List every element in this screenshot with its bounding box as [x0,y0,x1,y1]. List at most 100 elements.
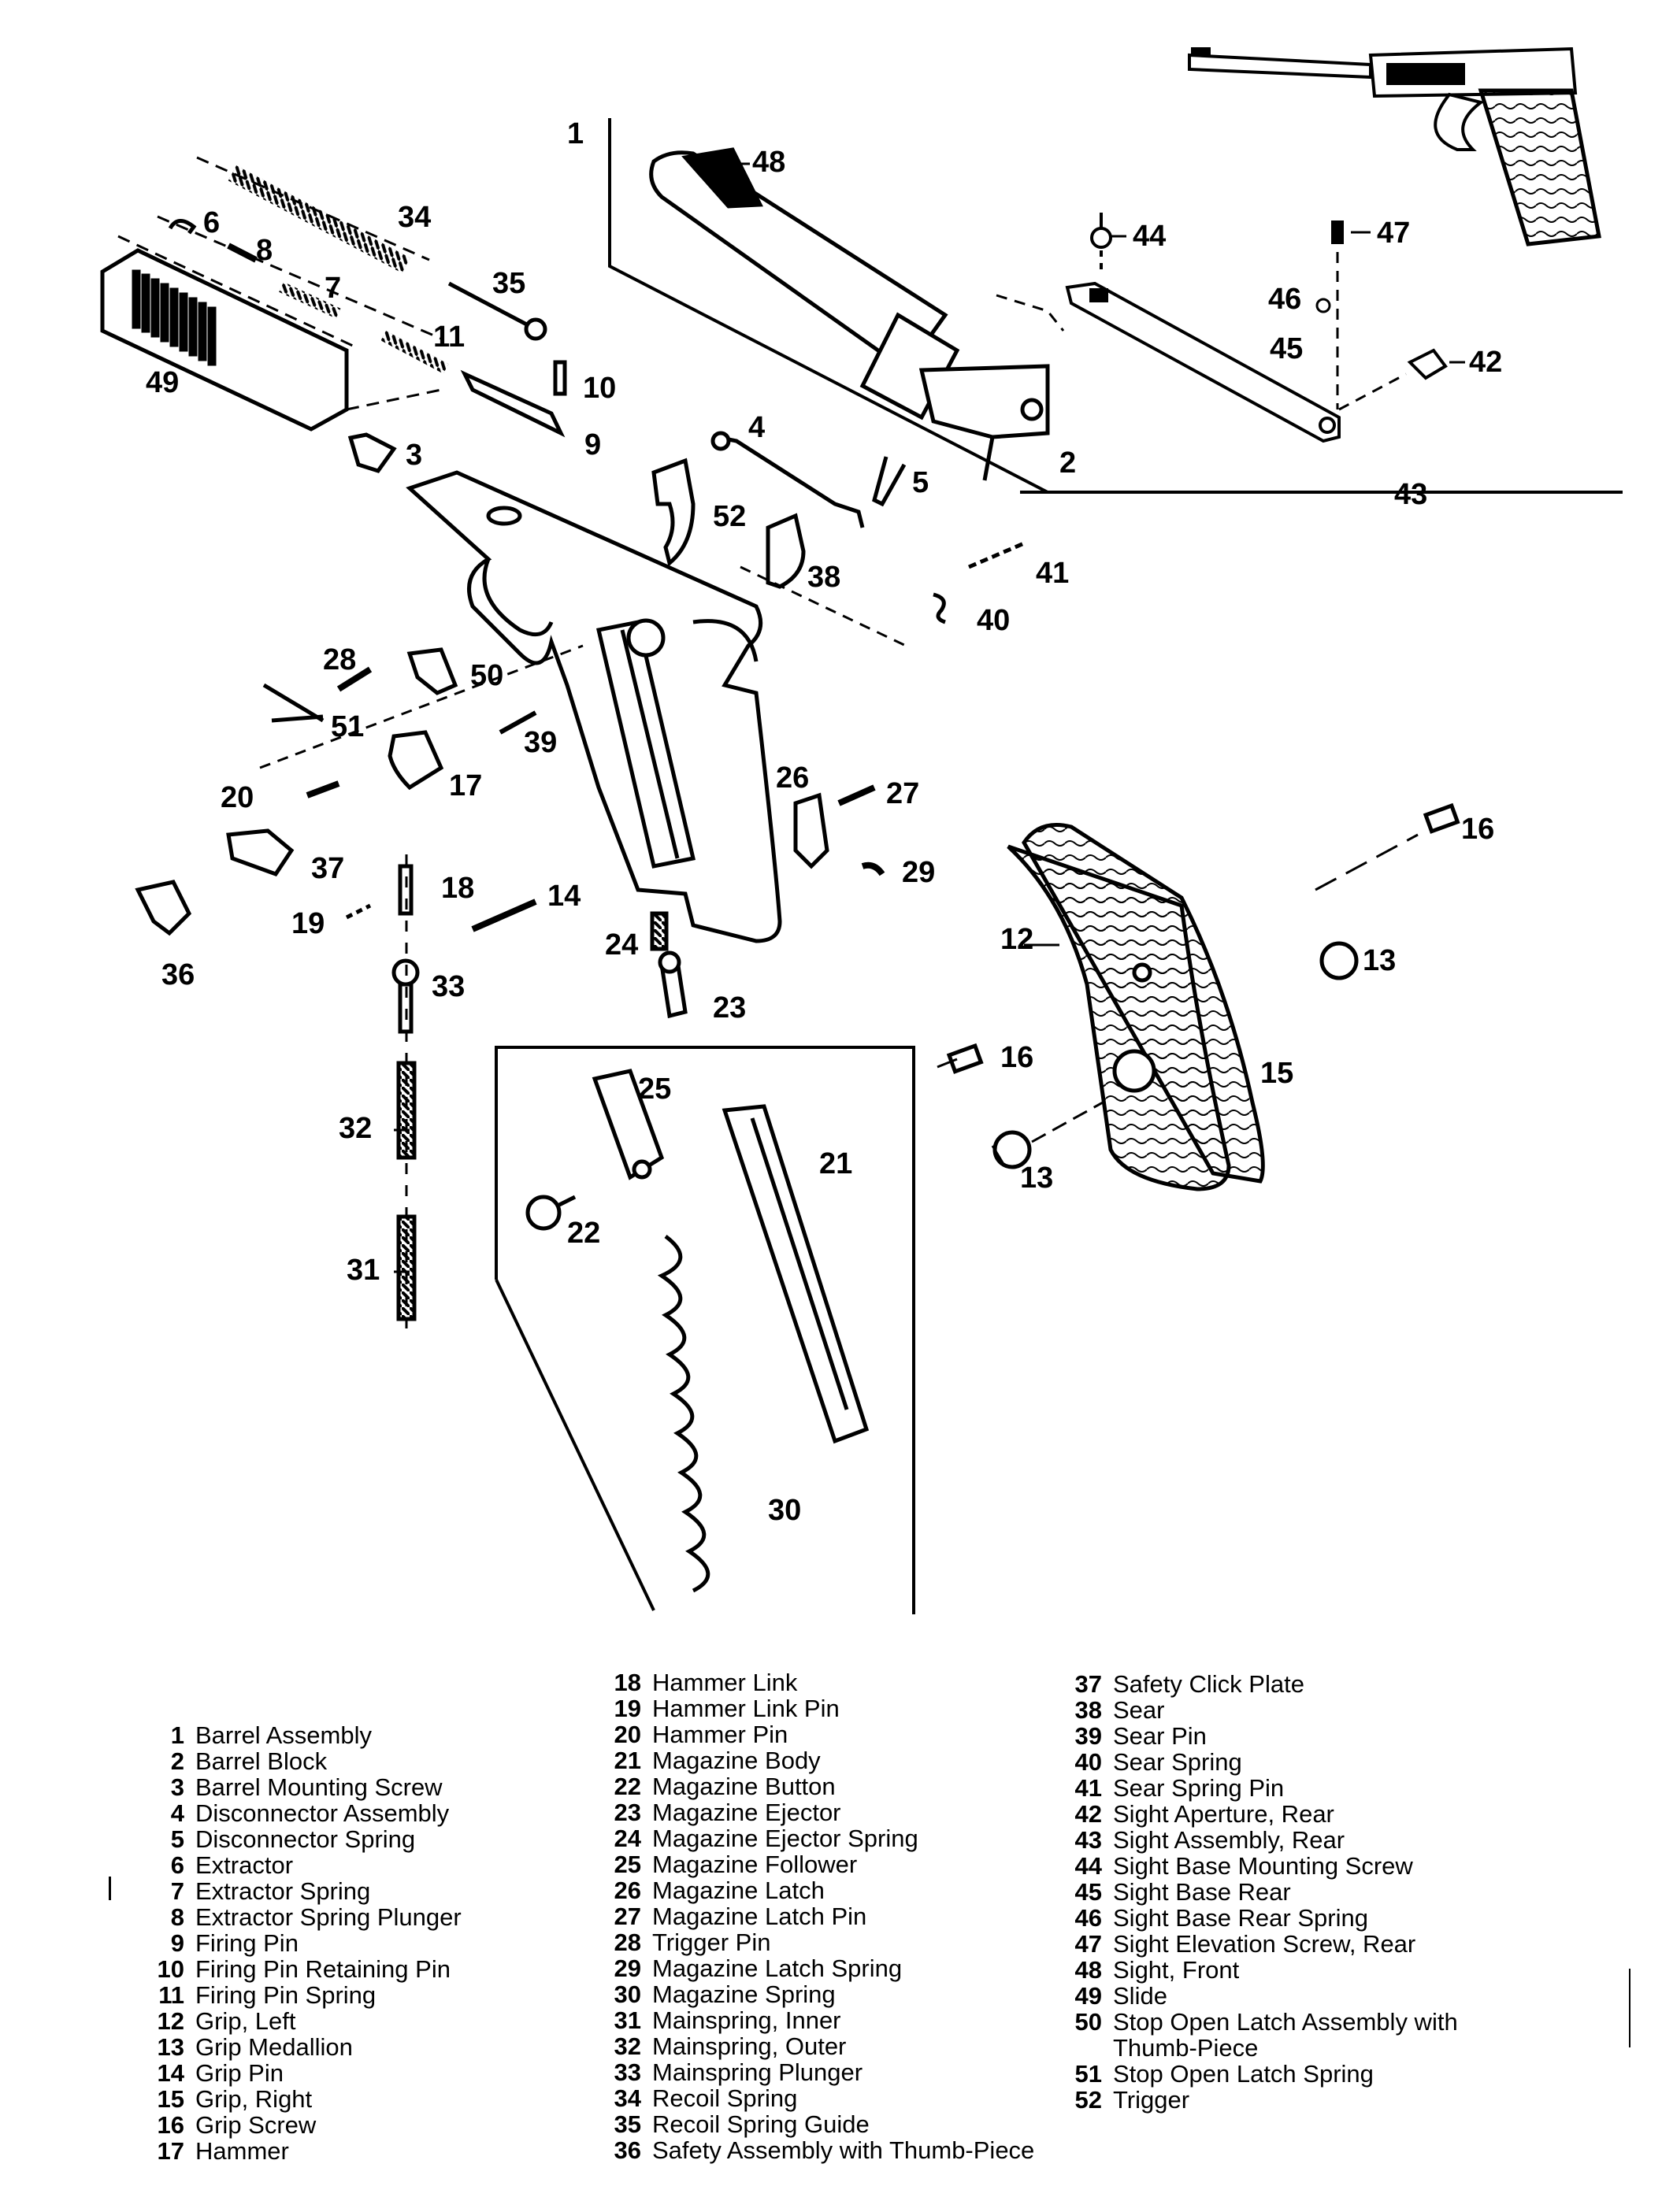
legend-name: Grip Pin [195,2059,284,2087]
legend-number: 21 [614,1747,641,1774]
legend-name: Magazine Latch Spring [652,1954,903,1982]
legend-number: 25 [614,1851,641,1878]
slide-group [100,156,567,473]
legend-name: Sight Base Rear Spring [1113,1904,1368,1932]
callout-21: 21 [819,1147,852,1180]
callout-17: 17 [449,769,482,802]
callout-14: 14 [547,880,581,913]
callout-2: 2 [1059,446,1076,480]
legend-name: Magazine Ejector Spring [652,1825,918,1852]
callout-11: 11 [433,320,465,354]
scan-mark-left [109,1877,111,1900]
legend-number: 24 [614,1825,641,1852]
callout-25: 25 [638,1073,671,1106]
callout-41: 41 [1036,557,1069,590]
legend-number: 36 [614,2136,641,2164]
callout-48: 48 [752,146,785,179]
callout-19: 19 [291,907,325,940]
callout-50: 50 [470,659,503,692]
legend-name: Grip, Right [195,2085,313,2113]
legend-item: 24 Magazine Ejector Spring [599,1825,918,1851]
legend-name: Recoil Spring [652,2084,798,2112]
legend-name: Sight Assembly, Rear [1113,1826,1345,1854]
callout-13a: 13 [1363,944,1396,977]
callout-3: 3 [406,439,422,472]
callout-28: 28 [323,643,356,676]
legend-name: Stop Open Latch Assembly with Thumb-Piec… [1113,2008,1458,2062]
legend-name: Grip, Left [195,2007,296,2035]
sight-group-outline [608,118,1623,494]
callout-4: 4 [748,411,765,444]
legend-name: Magazine Button [652,1773,836,1800]
legend-name: Disconnector Assembly [195,1799,450,1827]
legend-number: 7 [170,1877,184,1905]
callout-35: 35 [492,267,525,300]
legend-number: 12 [157,2007,184,2035]
legend-number: 43 [1074,1826,1102,1854]
legend-name: Mainspring, Outer [652,2032,847,2060]
legend-item: 4 Disconnector Assembly [142,1800,449,1826]
legend-name: Hammer Pin [652,1721,788,1748]
callout-34: 34 [398,201,431,234]
legend-name: Sight, Front [1113,1956,1240,1984]
legend-number: 17 [157,2137,184,2165]
legend-item: 29 Magazine Latch Spring [599,1954,903,1982]
magazine-inset-box [495,1046,915,1614]
small-screw-44 [1090,213,1112,272]
legend-number: 4 [170,1799,184,1827]
barrel-block-leader [996,294,1065,332]
callout-52: 52 [713,500,746,533]
legend-name: Mainspring, Inner [652,2006,841,2034]
legend-number: 39 [1074,1722,1102,1750]
callout-23: 23 [713,991,746,1024]
legend-name: Sight Base Rear [1113,1878,1291,1906]
legend-number: 33 [614,2058,641,2086]
legend-name: Recoil Spring Guide [652,2110,870,2138]
legend-number: 49 [1074,1982,1102,2010]
legend-name: Magazine Latch Pin [652,1903,867,1930]
legend-name: Magazine Latch [652,1877,825,1904]
legend-name: Grip Medallion [195,2033,353,2061]
legend-number: 6 [170,1851,184,1879]
scan-mark-right [1629,1969,1630,2047]
trigger-group [651,431,1025,647]
callout-5: 5 [912,466,929,499]
legend-name: Grip Screw [195,2111,317,2139]
barrel-assembly [649,147,1050,481]
legend-number: 41 [1074,1774,1102,1802]
legend-number: 42 [1074,1800,1102,1828]
callout-26: 26 [776,761,809,795]
legend-number: 51 [1074,2060,1102,2088]
legend-number: 29 [614,1954,641,1982]
legend-number: 40 [1074,1748,1102,1776]
callout-43: 43 [1394,478,1427,511]
legend-number: 8 [170,1903,184,1931]
callout-9: 9 [584,428,601,461]
legend-name: Sear Spring [1113,1748,1242,1776]
legend-name: Firing Pin Retaining Pin [195,1955,451,1983]
legend-name: Hammer Link [652,1669,798,1696]
